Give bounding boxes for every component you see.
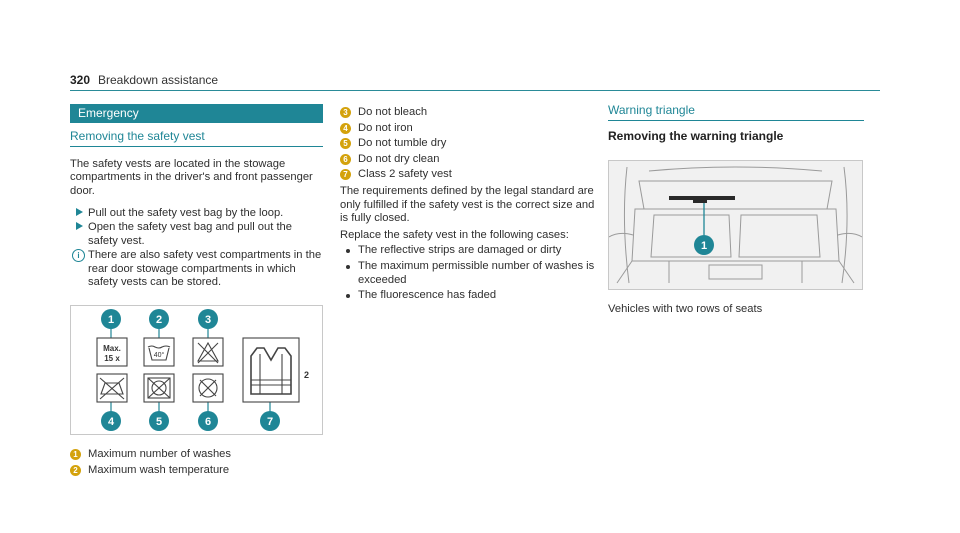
number-badge: 3: [340, 107, 351, 118]
step-text: Pull out the safety vest bag by the loop…: [88, 207, 284, 220]
callout-1-label: 1: [701, 240, 707, 252]
legend-text: Class 2 safety vest: [358, 168, 452, 181]
subheading-safety-vest: Removing the safety vest: [70, 129, 323, 147]
number-badge: 7: [340, 169, 351, 181]
step-item: Open the safety vest bag and pull out th…: [70, 221, 323, 248]
bullet-dot: [346, 249, 350, 254]
warning-triangle-location: 1: [669, 196, 735, 256]
dry-clean-icon: [198, 378, 218, 398]
legend-item: 2 Maximum wash temperature: [70, 464, 323, 478]
legend-item: 4 Do not iron: [340, 122, 595, 136]
callout-5: [149, 410, 169, 431]
callout-4-label: 4: [108, 416, 115, 428]
count-label: 15 x: [104, 354, 120, 363]
bullet-text: The reflective strips are damaged or dir…: [358, 244, 562, 257]
requirements-paragraph: The requirements defined by the legal st…: [340, 184, 595, 225]
callout-2-label: 2: [156, 314, 162, 326]
info-icon: i: [72, 249, 85, 263]
callouts: 1 2 3 4 5 6 7: [101, 308, 280, 431]
legend-item: 7 Class 2 safety vest: [340, 168, 595, 182]
max-label: Max.: [103, 344, 121, 353]
bullet-item: The maximum permissible number of washes…: [340, 260, 595, 287]
section-heading: Emergency: [70, 104, 323, 123]
legend-list: 3 Do not bleach 4 Do not iron 5 Do not tumb…: [340, 106, 595, 182]
care-symbols-illustration: 1 2 3 4 5 6 7: [96, 308, 309, 431]
legend-text: Maximum wash temperature: [88, 463, 230, 476]
column-right: Warning triangle Removing the warning tr…: [608, 103, 864, 317]
page-title: Breakdown assistance: [98, 73, 219, 87]
no-dry-clean-box: [192, 373, 224, 403]
intro-paragraph: The safety vests are located in the stow…: [70, 157, 313, 197]
step-list: Pull out the safety vest bag by the loop…: [70, 207, 323, 248]
number-badge: 5: [340, 138, 351, 150]
temp-label: 40°: [154, 351, 165, 359]
no-iron-box: [96, 373, 128, 403]
legend-text: Maximum number of washes: [88, 447, 232, 460]
legend-text: Do not tumble dry: [358, 137, 447, 150]
callout-1-label: 1: [108, 314, 114, 326]
callout-7: [260, 410, 280, 431]
callout-4: [101, 410, 121, 431]
wash-tub-icon: [148, 347, 170, 361]
heading-removing-triangle: Removing the warning triangle: [608, 128, 784, 143]
bullet-item: The fluorescence has faded: [340, 289, 595, 303]
callout-1: [694, 235, 714, 256]
bullet-list: The reflective strips are damaged or dir…: [340, 244, 595, 302]
tumble-dry-icon: [147, 377, 171, 399]
arrow-icon: [76, 208, 83, 217]
page-number: 320: [70, 73, 91, 87]
callout-1: [101, 308, 121, 329]
max-washes-icon: [96, 337, 128, 367]
column-left: Emergency Removing the safety vest The s…: [70, 104, 323, 477]
callout-2: [149, 308, 169, 329]
step-item: Pull out the safety vest bag by the loop…: [70, 207, 323, 221]
legend-text: Do not iron: [358, 121, 413, 134]
safety-vest-icon: [250, 347, 292, 395]
no-bleach-box: [192, 337, 224, 367]
number-badge: 2: [70, 464, 81, 476]
number-badge: 6: [340, 153, 351, 165]
callout-6-label: 6: [205, 416, 211, 428]
safety-vest-box: [242, 337, 300, 403]
figure-caption: Vehicles with two rows of seats: [608, 303, 763, 316]
legend-list: 1 Maximum number of washes 2 Maximum wash …: [70, 448, 323, 477]
wash-temp-box: [143, 337, 175, 367]
bleach-triangle-icon: [197, 341, 219, 362]
legend-item: 3 Do not bleach: [340, 106, 595, 120]
care-symbols-figure: 1 2 3 4 5 6 7: [70, 304, 323, 435]
legend-text: Do not bleach: [358, 106, 428, 118]
legend-item: 5 Do not tumble dry: [340, 137, 595, 151]
class-label: 2: [304, 370, 309, 380]
header-rule: [70, 90, 880, 91]
arrow-icon: [76, 221, 83, 230]
legend-text: Do not dry clean: [358, 152, 440, 165]
bullet-dot: [346, 294, 350, 299]
number-badge: 1: [70, 448, 81, 460]
info-text: There are also safety vest compartments …: [88, 249, 322, 289]
bullet-dot: [346, 264, 350, 269]
bullet-text: The fluorescence has faded: [358, 289, 497, 302]
callout-3-label: 3: [205, 314, 211, 326]
bullet-item: The reflective strips are damaged or dir…: [340, 244, 595, 258]
subheading-warning-triangle: Warning triangle: [608, 103, 864, 121]
callout-7-label: 7: [267, 416, 273, 428]
replace-paragraph: Replace the safety vest in the following…: [340, 228, 569, 241]
callout-5-label: 5: [156, 416, 162, 428]
column-middle: 3 Do not bleach 4 Do not iron 5 Do not tumb…: [340, 104, 595, 303]
step-text: Open the safety vest bag and pull out th…: [88, 220, 293, 247]
callout-3: [198, 308, 218, 329]
legend-item: 1 Maximum number of washes: [70, 448, 323, 462]
trunk-figure: 1: [608, 160, 863, 291]
callout-6: [198, 410, 218, 431]
no-tumble-dry-box: [143, 373, 175, 403]
bullet-text: The maximum permissible number of washes…: [358, 259, 595, 286]
trunk-illustration: 1: [608, 161, 863, 290]
number-badge: 4: [340, 122, 351, 134]
legend-item: 6 Do not dry clean: [340, 153, 595, 167]
